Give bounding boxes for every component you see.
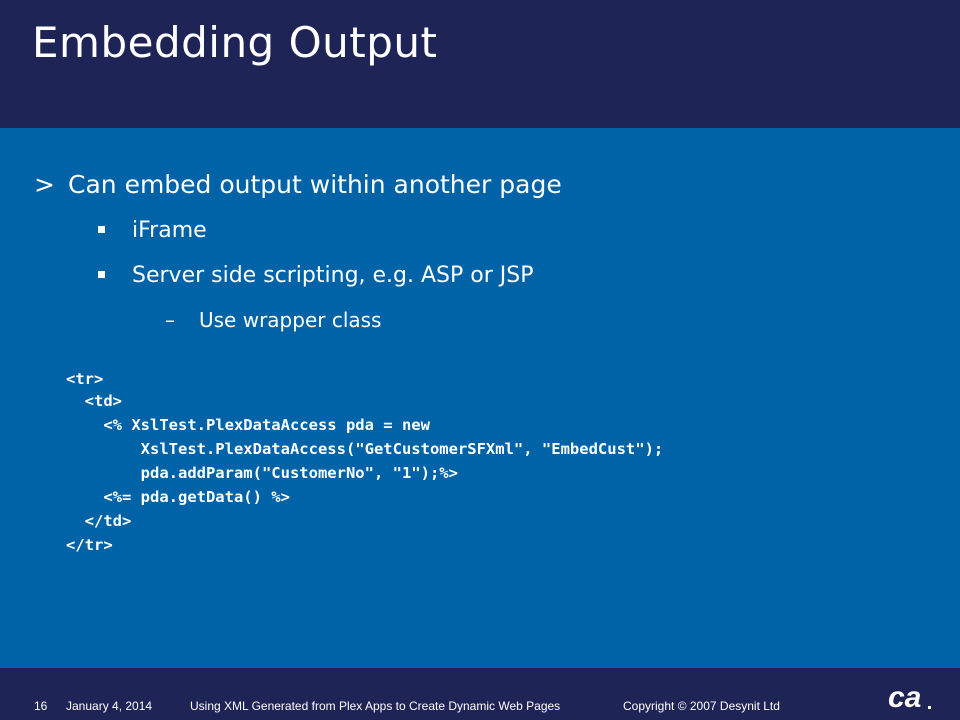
bullet-level2-iframe: iFrame [98, 218, 207, 243]
slide-title: Embedding Output [32, 18, 438, 67]
code-line: pda.addParam("CustomerNo", "1");%> [66, 464, 458, 482]
bullet-level3: –Use wrapper class [165, 308, 381, 332]
title-bar: Embedding Output [0, 0, 960, 128]
footer-copyright: Copyright © 2007 Desynit Ltd [623, 699, 780, 713]
slide-content: > Can embed output within another page iF… [0, 128, 960, 668]
bullet-text-level2: iFrame [132, 218, 207, 243]
page-number: 16 [34, 699, 48, 713]
dash-bullet-icon: – [165, 308, 175, 332]
footer-date: January 4, 2014 [66, 699, 153, 713]
code-line: <tr> [66, 370, 104, 388]
bullet-text-level2: Server side scripting, e.g. ASP or JSP [132, 263, 534, 288]
bullet-marker-level1: > [34, 170, 55, 199]
square-bullet-icon [98, 225, 105, 233]
square-bullet-icon [98, 270, 105, 278]
code-line: <td> [66, 392, 122, 410]
bullet-text-level3: Use wrapper class [199, 308, 382, 332]
bullet-text-level1: Can embed output within another page [68, 170, 562, 199]
footer-presentation-title: Using XML Generated from Plex Apps to Cr… [190, 699, 561, 713]
code-line: </td> [66, 512, 132, 530]
ca-logo-icon: ca [888, 684, 931, 712]
code-line: <%= pda.getData() %> [66, 488, 290, 506]
slide-footer: 16 January 4, 2014 Using XML Generated f… [0, 668, 960, 720]
logo-dot [928, 706, 931, 709]
code-line: XslTest.PlexDataAccess("GetCustomerSFXml… [66, 440, 664, 458]
code-line: </tr> [66, 536, 113, 554]
bullet-level2-server-side: Server side scripting, e.g. ASP or JSP [98, 263, 534, 288]
bullet-level1: > Can embed output within another page [34, 170, 562, 199]
ca-logo-text: ca [888, 684, 921, 712]
code-line: <% XslTest.PlexDataAccess pda = new [66, 416, 430, 434]
